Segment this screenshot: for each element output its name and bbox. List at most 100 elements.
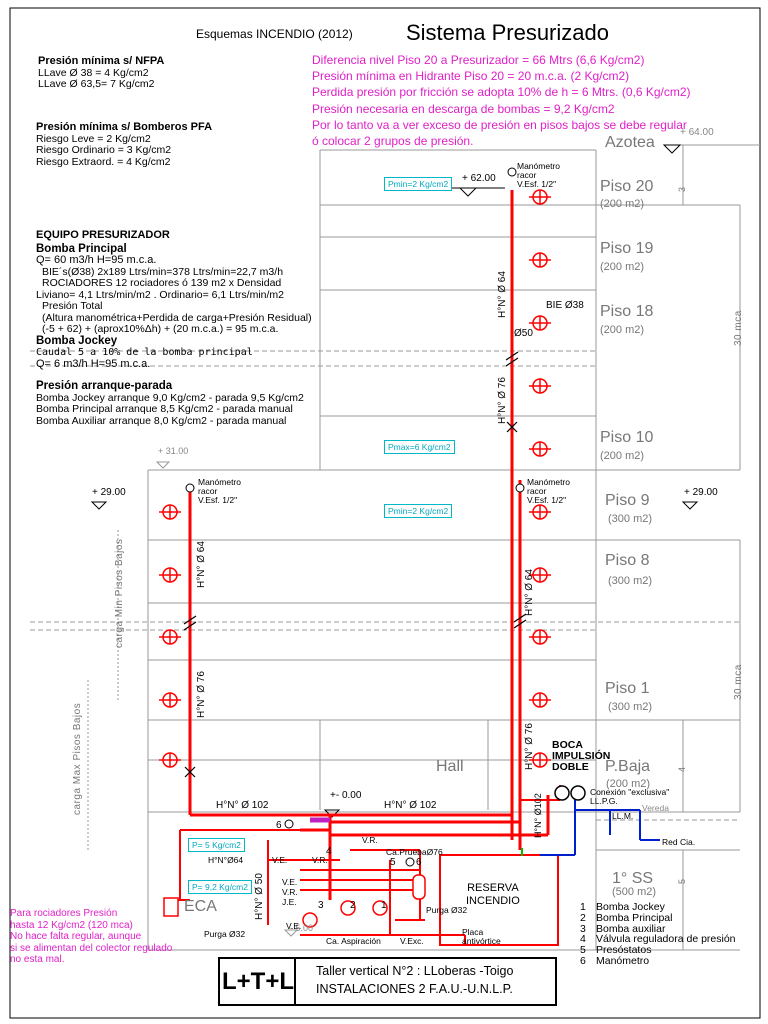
equipo-line: Q= 60 m3/h H=95 m.c.a. — [36, 254, 157, 266]
plant-vr: V.R. — [282, 887, 298, 897]
llm-label: LL.M. — [612, 811, 634, 821]
pmin-mid-box: Pmin=2 Kg/cm2 — [384, 504, 453, 518]
eca-label: ECA — [184, 898, 217, 915]
dim-3: 3 — [677, 186, 687, 192]
note-line: ó colocar 2 grupos de presión. — [312, 134, 474, 149]
plant-ve: V.E. — [282, 877, 298, 887]
pipe-label: H°N° Ø 50 — [254, 873, 265, 920]
level-29-right: + 29.00 — [684, 487, 718, 498]
equipo-line: BIE´s(Ø38) 2x189 Ltrs/min=378 Ltrs/min=2… — [42, 265, 284, 278]
floor-pbaja: P.Baja — [605, 758, 651, 775]
conexion-label: Conexión "exclusiva"LL.P.G. — [590, 787, 670, 806]
bomba-principal-heading: Bomba Principal — [36, 242, 127, 255]
vereda-label: Vereda — [642, 803, 669, 813]
red-cia-label: Red Cia. — [662, 837, 696, 847]
pmax-box: Pmax=6 Kg/cm2 — [384, 440, 455, 454]
pipe-label: H°N° Ø 76 — [497, 377, 508, 424]
area-label: (200 m2) — [600, 450, 645, 462]
level-62: + 62.00 — [462, 173, 496, 184]
pfa-block: Presión mínima s/ Bomberos PFA Riesgo Le… — [36, 121, 213, 168]
level-64: + 64.00 — [680, 127, 714, 138]
floor-piso10: Piso 10 — [600, 429, 654, 446]
level-minus5: - 5.00 — [290, 923, 314, 933]
jockey-line: Caudal 5 a 10% de la bomba principal — [36, 347, 253, 358]
arranque-line: Bomba Auxiliar arranque 8,0 Kg/cm2 - par… — [36, 414, 287, 427]
diagram-title: Sistema Presurizado — [406, 20, 609, 45]
equipo-line: Liviano= 4,1 Ltrs/min/m2 . Ordinario= 6,… — [36, 288, 285, 301]
area-label: (200 m2) — [600, 198, 645, 210]
area-label: (300 m2) — [608, 575, 653, 587]
bomba-jockey-heading: Bomba Jockey — [36, 334, 118, 347]
plant-4: 4 — [326, 846, 332, 857]
floor-piso8: Piso 8 — [605, 552, 650, 569]
nfpa-line: LLave Ø 38 = 4 Kg/cm2 — [38, 66, 149, 79]
floor-piso20: Piso 20 — [600, 178, 654, 195]
pipe-label: H°N° Ø 64 — [497, 271, 508, 318]
pipe-label: H°N° Ø 76 — [196, 671, 207, 718]
hall-label: Hall — [436, 758, 464, 775]
dim-4: 4 — [677, 766, 687, 772]
pipe-label: H°N° Ø 76 — [524, 723, 535, 770]
area-label: (300 m2) — [608, 513, 653, 525]
plant-3: 3 — [318, 900, 324, 911]
pipe-label: H°N° Ø 102 — [216, 800, 269, 811]
pfa-heading: Presión mínima s/ Bomberos PFA — [36, 121, 213, 133]
pmin-top-box: Pmin=2 Kg/cm2 — [384, 177, 453, 191]
note-line: Perdida presión por fricción se adopta 1… — [312, 85, 691, 100]
carga-min-label: carga Min Pisos Bajos — [114, 538, 125, 648]
plant-vr: V.R. — [362, 835, 378, 845]
plant-caprueba: Ca.PruebaØ76 — [386, 847, 443, 857]
pipe-label: H°N° Ø 64 — [524, 569, 535, 616]
equipo-block: EQUIPO PRESURIZADOR Bomba Principal Q= 6… — [36, 229, 312, 370]
floor-piso1: Piso 1 — [605, 680, 650, 697]
note-line: Diferencia nivel Piso 20 a Presurizador … — [312, 53, 645, 67]
equipo-line: (-5 + 62) + (aprox10%Δh) + (20 m.c.a.) =… — [42, 323, 279, 335]
note-line: Por lo tanto va a ver exceso de presión … — [312, 117, 687, 132]
dim-5: 5 — [677, 878, 687, 884]
level-31: + 31.00 — [158, 446, 189, 456]
plant-6: 6 — [276, 820, 282, 831]
arranque-line: Bomba Principal arranque 8,5 Kg/cm2 - pa… — [36, 403, 293, 415]
plant-1: 1 — [381, 900, 387, 911]
plant-ve: V.E. — [286, 921, 302, 931]
floor-ss: 1° SS — [612, 870, 654, 887]
pipe-label: H°N°Ø64 — [208, 855, 244, 865]
nfpa-line: LLave Ø 63,5= 7 Kg/cm2 — [38, 78, 155, 90]
arranque-block: Presión arranque-parada Bomba Jockey arr… — [36, 380, 304, 427]
level-0: +- 0.00 — [330, 790, 362, 801]
plant-5: 5 — [390, 857, 396, 868]
plant-je: J.E. — [282, 897, 297, 907]
floor-piso18: Piso 18 — [600, 303, 654, 320]
diagram-subtitle: Esquemas INCENDIO (2012) — [196, 27, 353, 41]
level-29-left: + 29.00 — [92, 487, 126, 498]
note-line: Presión mínima en Hidrante Piso 20 = 20 … — [312, 69, 630, 84]
floor-piso9: Piso 9 — [605, 492, 650, 509]
plant-ca-aspiracion: Ca. Aspiración — [326, 936, 381, 946]
ltl-logo: L+T+L — [222, 959, 296, 1004]
area-label: (200 m2) — [600, 261, 645, 273]
area-label: (500 m2) — [612, 886, 657, 898]
pipe-label: H°N° Ø 102 — [384, 800, 437, 811]
plant-ve: V.E. — [272, 855, 288, 865]
pipe-label: H°N° Ø102 — [533, 793, 543, 838]
bie-label: BIE Ø38 — [546, 300, 584, 311]
area-label: (200 m2) — [600, 324, 645, 336]
plant-6b: 6 — [416, 857, 422, 868]
nfpa-heading: Presión mínima s/ NFPA — [38, 55, 165, 67]
jockey-line: Q= 6 m3/h H=95 m.c.a. — [36, 357, 151, 370]
arranque-heading: Presión arranque-parada — [36, 380, 173, 392]
plant-purga: Purga Ø32 — [426, 905, 468, 915]
area-label: (300 m2) — [608, 701, 653, 713]
title-block: L+T+L Taller vertical N°2 : LLoberas -To… — [218, 957, 557, 1006]
